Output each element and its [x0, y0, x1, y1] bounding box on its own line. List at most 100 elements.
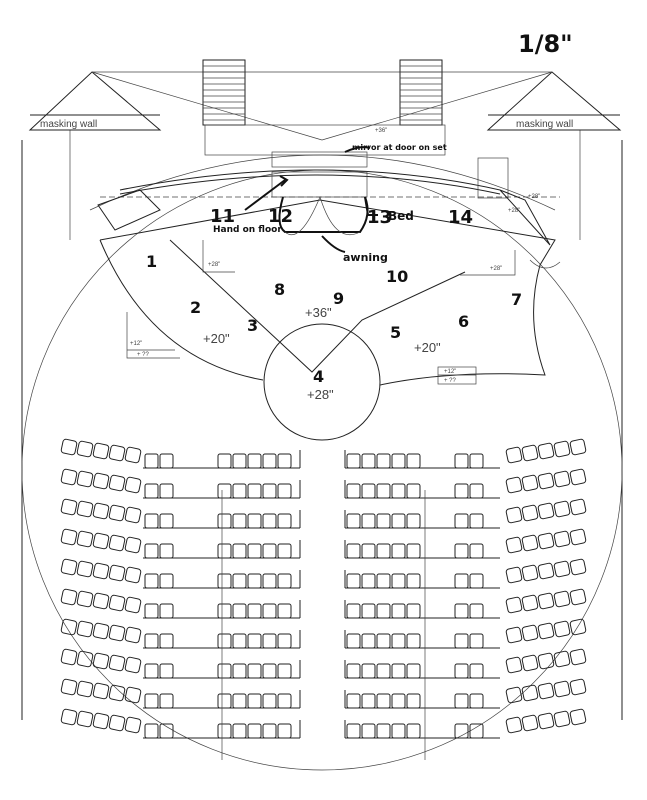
- seat[interactable]: [277, 663, 292, 679]
- seat[interactable]: [108, 474, 126, 492]
- seat[interactable]: [108, 654, 126, 672]
- seat[interactable]: [159, 693, 174, 709]
- seat[interactable]: [406, 603, 421, 619]
- seat[interactable]: [92, 562, 110, 580]
- seat[interactable]: [553, 530, 571, 548]
- seat[interactable]: [76, 560, 94, 578]
- seat[interactable]: [454, 453, 469, 469]
- seat[interactable]: [262, 483, 277, 499]
- seat[interactable]: [361, 513, 376, 529]
- seat[interactable]: [144, 453, 159, 469]
- seat[interactable]: [469, 483, 484, 499]
- seat[interactable]: [60, 588, 78, 606]
- seat[interactable]: [346, 723, 361, 739]
- seat[interactable]: [376, 543, 391, 559]
- seat[interactable]: [92, 532, 110, 550]
- seat[interactable]: [521, 654, 539, 672]
- seat[interactable]: [247, 573, 262, 589]
- seat[interactable]: [569, 588, 587, 606]
- seat[interactable]: [391, 483, 406, 499]
- seat[interactable]: [159, 573, 174, 589]
- seat[interactable]: [537, 502, 555, 520]
- seat[interactable]: [521, 564, 539, 582]
- seat[interactable]: [60, 498, 78, 516]
- seat[interactable]: [232, 693, 247, 709]
- seat[interactable]: [92, 712, 110, 730]
- seat[interactable]: [469, 723, 484, 739]
- seat[interactable]: [232, 453, 247, 469]
- seat[interactable]: [159, 663, 174, 679]
- seat[interactable]: [505, 506, 523, 524]
- seat[interactable]: [361, 693, 376, 709]
- seat[interactable]: [391, 573, 406, 589]
- seat[interactable]: [346, 603, 361, 619]
- seat[interactable]: [217, 483, 232, 499]
- seat[interactable]: [76, 530, 94, 548]
- seat[interactable]: [232, 573, 247, 589]
- seat[interactable]: [159, 603, 174, 619]
- seat[interactable]: [108, 594, 126, 612]
- seat[interactable]: [124, 536, 142, 554]
- seat[interactable]: [406, 693, 421, 709]
- seat[interactable]: [406, 663, 421, 679]
- seat[interactable]: [553, 680, 571, 698]
- seat[interactable]: [124, 596, 142, 614]
- seat[interactable]: [469, 573, 484, 589]
- seat[interactable]: [376, 693, 391, 709]
- seat[interactable]: [124, 626, 142, 644]
- seat[interactable]: [232, 723, 247, 739]
- seat[interactable]: [391, 633, 406, 649]
- seat[interactable]: [505, 626, 523, 644]
- seat[interactable]: [406, 453, 421, 469]
- seat[interactable]: [376, 603, 391, 619]
- seat[interactable]: [92, 622, 110, 640]
- seat[interactable]: [124, 506, 142, 524]
- seat[interactable]: [92, 682, 110, 700]
- seat[interactable]: [569, 438, 587, 456]
- seat[interactable]: [124, 716, 142, 734]
- seat[interactable]: [406, 633, 421, 649]
- seat[interactable]: [144, 663, 159, 679]
- seat[interactable]: [391, 453, 406, 469]
- seat[interactable]: [247, 483, 262, 499]
- seat[interactable]: [521, 504, 539, 522]
- seat[interactable]: [144, 603, 159, 619]
- seat[interactable]: [537, 562, 555, 580]
- seat[interactable]: [346, 693, 361, 709]
- seat[interactable]: [376, 483, 391, 499]
- seat[interactable]: [144, 483, 159, 499]
- seat[interactable]: [505, 566, 523, 584]
- seat[interactable]: [454, 513, 469, 529]
- seat[interactable]: [569, 528, 587, 546]
- seat[interactable]: [159, 543, 174, 559]
- seat[interactable]: [144, 633, 159, 649]
- seat[interactable]: [277, 723, 292, 739]
- seat[interactable]: [537, 622, 555, 640]
- seat[interactable]: [217, 693, 232, 709]
- seat[interactable]: [454, 633, 469, 649]
- seat[interactable]: [217, 573, 232, 589]
- seat[interactable]: [537, 712, 555, 730]
- seat[interactable]: [217, 543, 232, 559]
- seat[interactable]: [76, 680, 94, 698]
- seat[interactable]: [124, 566, 142, 584]
- seat[interactable]: [262, 543, 277, 559]
- seat[interactable]: [76, 470, 94, 488]
- seat[interactable]: [361, 723, 376, 739]
- seat[interactable]: [108, 534, 126, 552]
- seat[interactable]: [60, 468, 78, 486]
- seat[interactable]: [454, 663, 469, 679]
- seat[interactable]: [469, 453, 484, 469]
- seat[interactable]: [217, 513, 232, 529]
- seat[interactable]: [505, 686, 523, 704]
- seat[interactable]: [376, 633, 391, 649]
- seat[interactable]: [569, 678, 587, 696]
- seat[interactable]: [76, 440, 94, 458]
- seat[interactable]: [454, 543, 469, 559]
- seat[interactable]: [505, 716, 523, 734]
- seat[interactable]: [277, 513, 292, 529]
- seat[interactable]: [217, 633, 232, 649]
- seat[interactable]: [247, 663, 262, 679]
- seat[interactable]: [553, 650, 571, 668]
- seat[interactable]: [277, 483, 292, 499]
